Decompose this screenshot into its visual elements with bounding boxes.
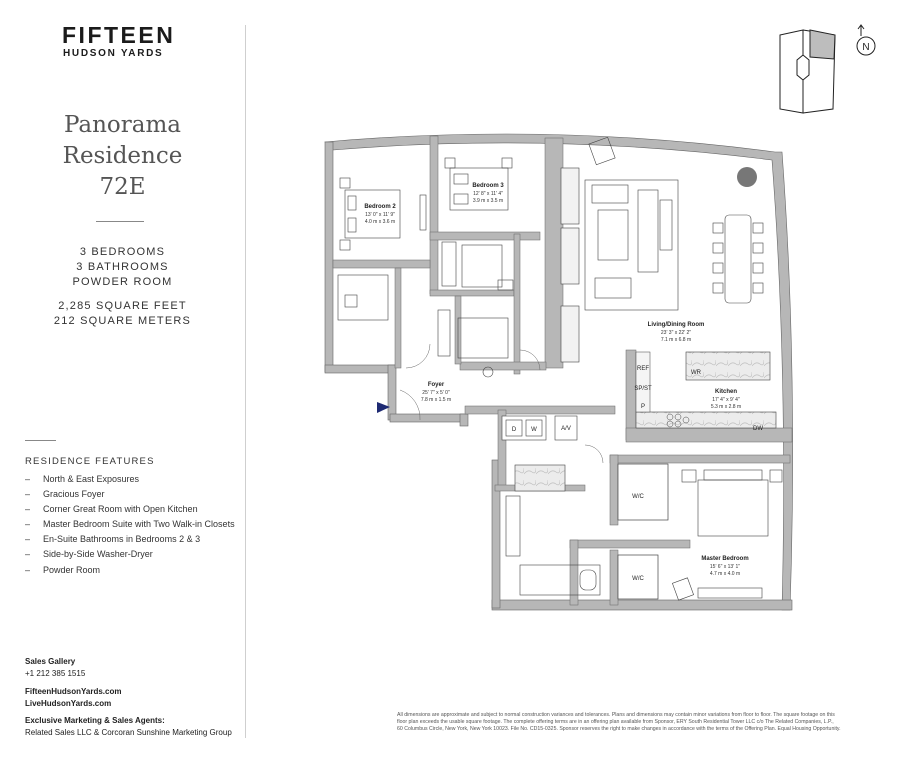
bedroom3-dim-ft: 12' 8" x 11' 4" bbox=[473, 191, 503, 197]
floor-plan: Bedroom 2 13' 0" x 11' 9" 4.0 m x 3.6 m … bbox=[324, 133, 793, 611]
living-room-furniture bbox=[584, 136, 764, 311]
cooktop bbox=[666, 413, 690, 428]
kitchen-dim-m: 5.3 m x 2.8 m bbox=[711, 404, 741, 410]
spec-bedrooms: 3 BEDROOMS bbox=[79, 246, 166, 258]
wr-label: WR bbox=[691, 370, 702, 376]
master-bedroom-furniture bbox=[672, 469, 783, 601]
master-label: Master Bedroom bbox=[701, 556, 748, 562]
column-divider bbox=[245, 25, 246, 738]
closets bbox=[560, 167, 580, 363]
feature-item: –Powder Room bbox=[25, 565, 101, 575]
title-divider bbox=[96, 221, 144, 222]
feature-item: –En-Suite Bathrooms in Bedrooms 2 & 3 bbox=[25, 534, 201, 544]
living-dim-ft: 23' 3" x 22' 2" bbox=[661, 330, 691, 336]
wic2-label: W/C bbox=[632, 576, 644, 582]
disclaimer: All dimensions are approximate and subje… bbox=[397, 712, 875, 733]
feature-item: –Gracious Foyer bbox=[25, 489, 105, 499]
bedroom3-furniture bbox=[437, 157, 514, 378]
spst-label: SP/ST bbox=[634, 386, 652, 392]
dw-label: DW bbox=[753, 426, 763, 432]
spec-powder-room: POWDER ROOM bbox=[72, 276, 173, 288]
av-label: A/V bbox=[561, 426, 571, 432]
doors bbox=[399, 343, 604, 464]
key-plan bbox=[779, 29, 836, 114]
bedroom2-label: Bedroom 2 bbox=[364, 204, 396, 210]
sales-phone[interactable]: +1 212 385 1515 bbox=[25, 669, 86, 678]
planter bbox=[737, 167, 757, 187]
bedroom2-dim-m: 4.0 m x 3.6 m bbox=[365, 219, 395, 225]
spec-square-meters: 212 SQUARE METERS bbox=[53, 315, 192, 327]
bedroom3-label: Bedroom 3 bbox=[472, 183, 504, 189]
foyer-label: Foyer bbox=[428, 382, 445, 388]
features-divider bbox=[25, 440, 56, 441]
disclaimer-line: floor plan exceeds the usable square foo… bbox=[397, 719, 834, 725]
disclaimer-line: All dimensions are approximate and subje… bbox=[397, 712, 835, 718]
kitchen-tall-units bbox=[635, 351, 651, 413]
bedroom2-dim-ft: 13' 0" x 11' 9" bbox=[365, 212, 395, 218]
exterior-walls bbox=[324, 133, 793, 611]
compass-letter: N bbox=[862, 42, 869, 53]
kitchen-counter bbox=[635, 411, 777, 429]
residence-title-line2: Residence bbox=[62, 143, 183, 169]
laundry bbox=[501, 415, 578, 441]
brand-name: FIFTEEN bbox=[62, 22, 176, 48]
kitchen-dim-ft: 17' 4" x 9' 4" bbox=[712, 397, 740, 403]
features-heading: RESIDENCE FEATURES bbox=[25, 456, 155, 467]
living-dim-m: 7.1 m x 6.8 m bbox=[661, 337, 691, 343]
kitchen-label: Kitchen bbox=[715, 389, 737, 395]
agents-label: Exclusive Marketing & Sales Agents: bbox=[25, 716, 165, 725]
kitchen-island bbox=[685, 351, 771, 381]
living-label: Living/Dining Room bbox=[648, 322, 705, 328]
entry-arrow-icon bbox=[377, 402, 390, 413]
master-bath-fixtures bbox=[505, 495, 601, 596]
walk-in-closets bbox=[617, 463, 669, 600]
compass-icon: N bbox=[856, 24, 876, 56]
feature-item: –Side-by-Side Washer-Dryer bbox=[25, 549, 153, 559]
feature-item: –Corner Great Room with Open Kitchen bbox=[25, 504, 198, 514]
residence-title-line3: 72E bbox=[99, 174, 146, 200]
master-bath-tub bbox=[514, 464, 566, 492]
feature-item: –Master Bedroom Suite with Two Walk-in C… bbox=[25, 519, 235, 529]
website-link-2[interactable]: LiveHudsonYards.com bbox=[25, 699, 112, 708]
wic1-label: W/C bbox=[632, 494, 644, 500]
residence-title-line1: Panorama bbox=[63, 112, 182, 138]
foyer-dim-m: 7.8 m x 1.5 m bbox=[421, 397, 451, 403]
master-dim-m: 4.7 m x 4.0 m bbox=[710, 571, 740, 577]
pantry-label: P bbox=[641, 404, 645, 410]
dryer-label: D bbox=[512, 427, 517, 433]
spec-bathrooms: 3 BATHROOMS bbox=[76, 261, 169, 273]
foyer-dim-ft: 25' 7" x 5' 0" bbox=[422, 390, 450, 396]
master-dim-ft: 15' 6" x 13' 1" bbox=[710, 564, 740, 570]
brand-subtitle: HUDSON YARDS bbox=[63, 48, 164, 59]
bedroom3-dim-m: 3.9 m x 3.5 m bbox=[473, 198, 503, 204]
agents-names: Related Sales LLC & Corcoran Sunshine Ma… bbox=[25, 728, 232, 737]
interior-walls bbox=[332, 135, 793, 606]
feature-item: –North & East Exposures bbox=[25, 474, 140, 484]
bedroom2-furniture bbox=[337, 177, 427, 321]
key-plan-highlight bbox=[809, 29, 836, 60]
sales-gallery-label: Sales Gallery bbox=[25, 657, 76, 666]
disclaimer-line: 60 Columbus Circle, New York, New York 1… bbox=[397, 726, 841, 732]
ref-label: REF bbox=[637, 366, 649, 372]
washer-label: W bbox=[531, 427, 537, 433]
spec-square-feet: 2,285 SQUARE FEET bbox=[58, 300, 187, 312]
website-link-1[interactable]: FifteenHudsonYards.com bbox=[25, 687, 122, 696]
